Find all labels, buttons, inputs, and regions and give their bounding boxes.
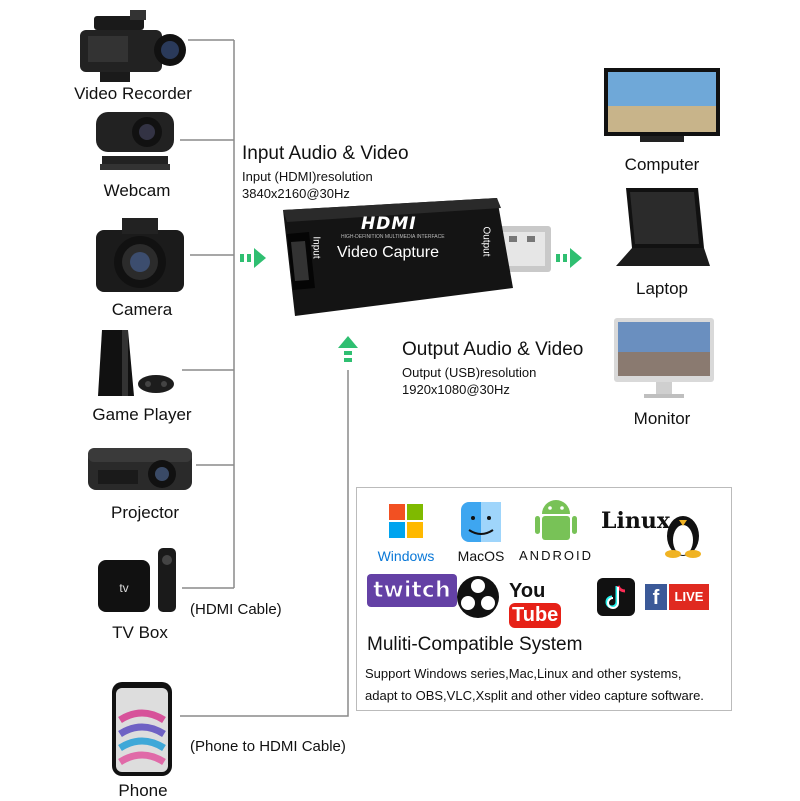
twitch-caption: twitch: [367, 574, 457, 607]
obs-icon: [457, 576, 499, 618]
macos-caption: MacOS: [457, 548, 505, 564]
label-video-recorder: Video Recorder: [74, 84, 192, 103]
label-webcam: Webcam: [103, 181, 171, 200]
tiktok-icon: [605, 585, 626, 609]
tiktok-logo: [597, 578, 635, 616]
tv-box-icon: tv: [96, 546, 186, 616]
windows-caption: Windows: [377, 548, 435, 564]
computer-icon: [600, 66, 724, 146]
obs-logo: [455, 574, 501, 620]
game-player-icon: [96, 326, 180, 398]
label-phone: Phone: [118, 781, 168, 800]
output-title: Output Audio & Video: [402, 339, 584, 360]
camera-icon: [92, 212, 188, 298]
projector-icon: [84, 438, 196, 498]
twitch-logo: twitch: [367, 574, 457, 620]
video-capture-dongle: HDMI HIGH-DEFINITION MULTIMEDIA INTERFAC…: [275, 192, 555, 320]
facebook-f-icon: f: [645, 584, 667, 610]
android-caption: ANDROID: [519, 548, 593, 563]
windows-logo: Windows: [373, 500, 439, 564]
input-resolution-label: Input (HDMI)resolution: [242, 169, 373, 184]
svg-text:tv: tv: [119, 581, 128, 595]
windows-icon: [389, 504, 423, 538]
dongle-port-input: Input: [310, 236, 322, 259]
line-phone: [180, 370, 349, 717]
android-logo: ANDROID: [517, 496, 595, 563]
compatibility-box: Windows MacOS ANDROID Linux: [356, 487, 732, 711]
compat-title: Muliti-Compatible System: [367, 634, 583, 655]
linux-caption: Linux: [601, 508, 670, 534]
phone-icon: [110, 680, 174, 778]
label-tv-box: TV Box: [112, 623, 168, 642]
label-hdmi-cable: (HDMI Cable): [190, 601, 282, 618]
compat-desc-1: Support Windows series,Mac,Linux and oth…: [365, 666, 682, 681]
label-phone-cable: (Phone to HDMI Cable): [190, 738, 346, 755]
output-arrow-icon: [556, 248, 582, 268]
input-resolution: 3840x2160@30Hz: [242, 186, 350, 201]
macos-logo: MacOS: [451, 500, 511, 564]
input-title: Input Audio & Video: [242, 143, 409, 164]
label-projector: Projector: [110, 503, 180, 522]
dongle-product: Video Capture: [337, 244, 439, 261]
dongle-brand-sub: HIGH-DEFINITION MULTIMEDIA INTERFACE: [341, 234, 445, 240]
output-resolution: 1920x1080@30Hz: [402, 382, 510, 397]
compat-desc-2: adapt to OBS,VLC,Xsplit and other video …: [365, 688, 704, 703]
label-camera: Camera: [111, 300, 173, 319]
label-laptop: Laptop: [636, 279, 688, 298]
dongle-port-output: Output: [480, 226, 492, 257]
live-caption: LIVE: [669, 584, 709, 610]
youtube-caption-tube: Tube: [509, 603, 562, 628]
label-computer: Computer: [624, 155, 700, 174]
youtube-logo: YouTube: [509, 580, 589, 628]
laptop-icon: [610, 186, 710, 276]
monitor-icon: [612, 316, 716, 402]
label-monitor: Monitor: [633, 409, 691, 428]
youtube-caption-you: You: [509, 580, 546, 602]
phone-up-arrow-icon: [338, 336, 358, 362]
tux-icon: [665, 516, 701, 558]
macos-finder-icon: [461, 502, 501, 542]
output-resolution-label: Output (USB)resolution: [402, 365, 537, 380]
facebook-live-logo: f LIVE: [645, 584, 711, 610]
linux-logo: Linux: [597, 496, 717, 560]
input-arrow-icon: [240, 248, 266, 268]
video-recorder-icon: [70, 10, 190, 88]
label-game-player: Game Player: [92, 405, 192, 424]
webcam-icon: [92, 108, 182, 178]
android-robot-icon: [535, 500, 577, 540]
dongle-brand: HDMI: [361, 214, 417, 234]
